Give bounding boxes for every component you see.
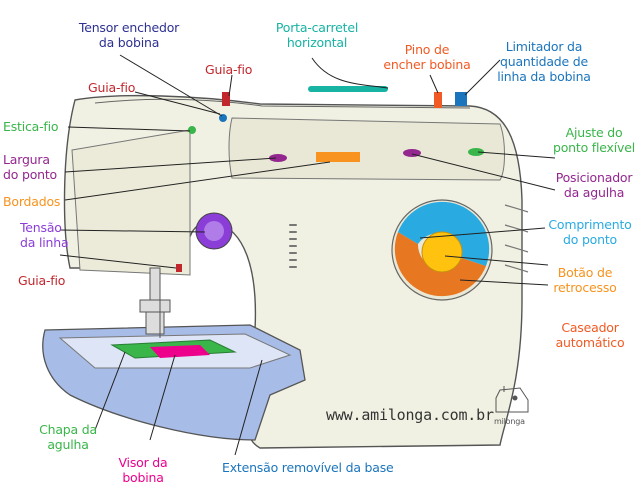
bobbin-window	[150, 345, 210, 358]
embroidery-window	[316, 152, 360, 162]
winder-tension-dot	[219, 114, 227, 122]
label-tensao: Tensão da linha	[20, 220, 69, 250]
label-porta-carretel: Porta-carretel horizontal	[275, 20, 359, 50]
label-limitador: Limitador da quantidade de linha da bobi…	[497, 39, 591, 84]
label-pino-encher: Pino de encher bobina	[383, 42, 471, 72]
label-caseador: Caseador automático	[555, 320, 625, 350]
spool-pin	[308, 86, 388, 92]
label-bordados: Bordados	[3, 194, 61, 209]
bobbin-limiter	[455, 92, 467, 106]
label-estica-fio: Estica-fio	[3, 119, 59, 134]
leader-lines	[59, 54, 556, 456]
top-thread-guide	[222, 92, 230, 106]
logo-text: milonga	[494, 417, 525, 426]
label-tensor-enchedor: Tensor enchedor da bobina	[78, 20, 180, 50]
presser-foot	[139, 267, 171, 338]
tension-dial-center	[204, 221, 224, 241]
flex-stitch-button	[468, 148, 484, 156]
control-panel	[228, 117, 505, 181]
milonga-logo	[495, 386, 529, 413]
label-guia-fio-top: Guia-fio	[205, 62, 253, 77]
label-botao-retrocesso: Botão de retrocesso	[553, 265, 617, 295]
watermark: www.amilonga.com.br	[326, 406, 494, 424]
stitch-length-ring	[398, 201, 490, 266]
side-grip	[504, 204, 529, 273]
head-front-panel	[71, 129, 191, 276]
bobbin-winder-pin	[434, 92, 442, 108]
take-up-lever	[188, 126, 196, 134]
label-ajuste: Ajuste do ponto flexível	[552, 125, 635, 155]
label-guia-fio-top-left: Guia-fio	[88, 80, 136, 95]
label-largura: Largura do ponto	[3, 152, 58, 182]
lower-thread-guide	[176, 264, 182, 272]
label-guia-fio-bottom: Guia-fio	[18, 273, 66, 288]
arm-vents	[289, 224, 297, 268]
label-chapa: Chapa da agulha	[39, 422, 97, 452]
label-comprimento: Comprimento do ponto	[548, 217, 632, 247]
label-visor: Visor da bobina	[118, 455, 168, 485]
label-posicionador: Posicionador da agulha	[555, 170, 633, 200]
reverse-button	[421, 231, 463, 273]
top-ridge	[94, 98, 471, 109]
label-extensao: Extensão removível da base	[222, 460, 394, 475]
stitch-width-slider	[269, 154, 287, 162]
